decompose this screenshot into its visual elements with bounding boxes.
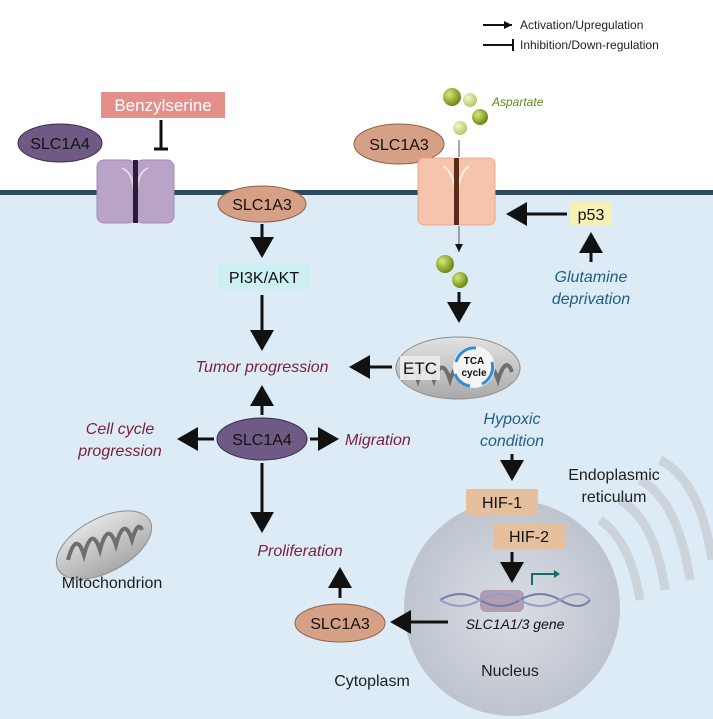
purple-transporter bbox=[96, 159, 175, 225]
cell-membrane bbox=[0, 190, 713, 195]
tca-label-2: cycle bbox=[461, 368, 486, 379]
slc1a4-center-label: SLC1A4 bbox=[232, 432, 292, 449]
slc1a4-top-ellipse bbox=[17, 123, 103, 163]
nucleus-label: Nucleus bbox=[481, 663, 539, 680]
aspartate-ball-inside bbox=[436, 255, 454, 273]
endoplasmic-reticulum-icon bbox=[597, 455, 713, 601]
er-label-1: Endoplasmic bbox=[568, 467, 660, 484]
legend-inhibition-label: Inhibition/Down-regulation bbox=[520, 38, 659, 52]
slc1a3-bottom-ellipse bbox=[294, 603, 386, 643]
glutamine-deprivation-label-2: deprivation bbox=[552, 291, 630, 308]
er-label-2: reticulum bbox=[582, 489, 647, 506]
aspartate-ball bbox=[472, 109, 488, 125]
benzylserine-label: Benzylserine bbox=[114, 96, 211, 115]
pi3k-akt-label: PI3K/AKT bbox=[229, 270, 299, 287]
aspartate-ball bbox=[453, 121, 467, 135]
benzylserine-box bbox=[101, 92, 225, 118]
dna-helix-icon bbox=[439, 590, 591, 612]
legend-activation-label: Activation/Upregulation bbox=[520, 18, 643, 32]
hif1-box bbox=[466, 489, 538, 515]
hif2-box bbox=[493, 523, 565, 549]
slc1a4-center-ellipse bbox=[216, 417, 308, 461]
gene-label: SLC1A1/3 gene bbox=[466, 616, 565, 632]
mitochondrion-icon bbox=[55, 510, 153, 580]
hypoxic-label-1: Hypoxic bbox=[484, 411, 541, 428]
p53-label: p53 bbox=[578, 207, 605, 224]
etc-label: ETC bbox=[403, 359, 437, 378]
cytoplasm-label: Cytoplasm bbox=[334, 673, 410, 690]
glutamine-deprivation-label-1: Glutamine bbox=[555, 269, 628, 286]
slc1a3-membrane-label: SLC1A3 bbox=[232, 197, 292, 214]
aspartate-ball bbox=[463, 93, 477, 107]
tca-cycle-icon bbox=[453, 346, 495, 388]
aspartate-ball-inside bbox=[452, 272, 468, 288]
p53-box bbox=[570, 202, 612, 226]
hif1-label: HIF-1 bbox=[482, 495, 522, 512]
hif2-label: HIF-2 bbox=[509, 529, 549, 546]
aspartate-label: Aspartate bbox=[491, 95, 544, 109]
slc1a3-top-ellipse bbox=[353, 123, 445, 165]
legend: Activation/Upregulation Inhibition/Down-… bbox=[483, 18, 659, 52]
tca-label-1: TCA bbox=[464, 356, 485, 367]
pi3k-akt-box bbox=[218, 264, 310, 290]
transcription-start-icon bbox=[531, 573, 556, 585]
cell-cycle-label-1: Cell cycle bbox=[86, 421, 155, 438]
slc1a3-top-label: SLC1A3 bbox=[369, 137, 429, 154]
slc1a4-top-label: SLC1A4 bbox=[30, 136, 90, 153]
mitochondrion-label: Mitochondrion bbox=[62, 575, 163, 592]
aspartate-ball bbox=[443, 88, 461, 106]
slc1a3-bottom-label: SLC1A3 bbox=[310, 616, 370, 633]
peach-transporter bbox=[417, 157, 496, 226]
cell-cycle-label-2: progression bbox=[77, 443, 162, 460]
proliferation-label: Proliferation bbox=[257, 543, 342, 560]
hypoxic-label-2: condition bbox=[480, 433, 544, 450]
migration-label: Migration bbox=[345, 432, 411, 449]
tumor-progression-label: Tumor progression bbox=[195, 359, 328, 376]
slc1a3-membrane-ellipse bbox=[217, 185, 307, 223]
